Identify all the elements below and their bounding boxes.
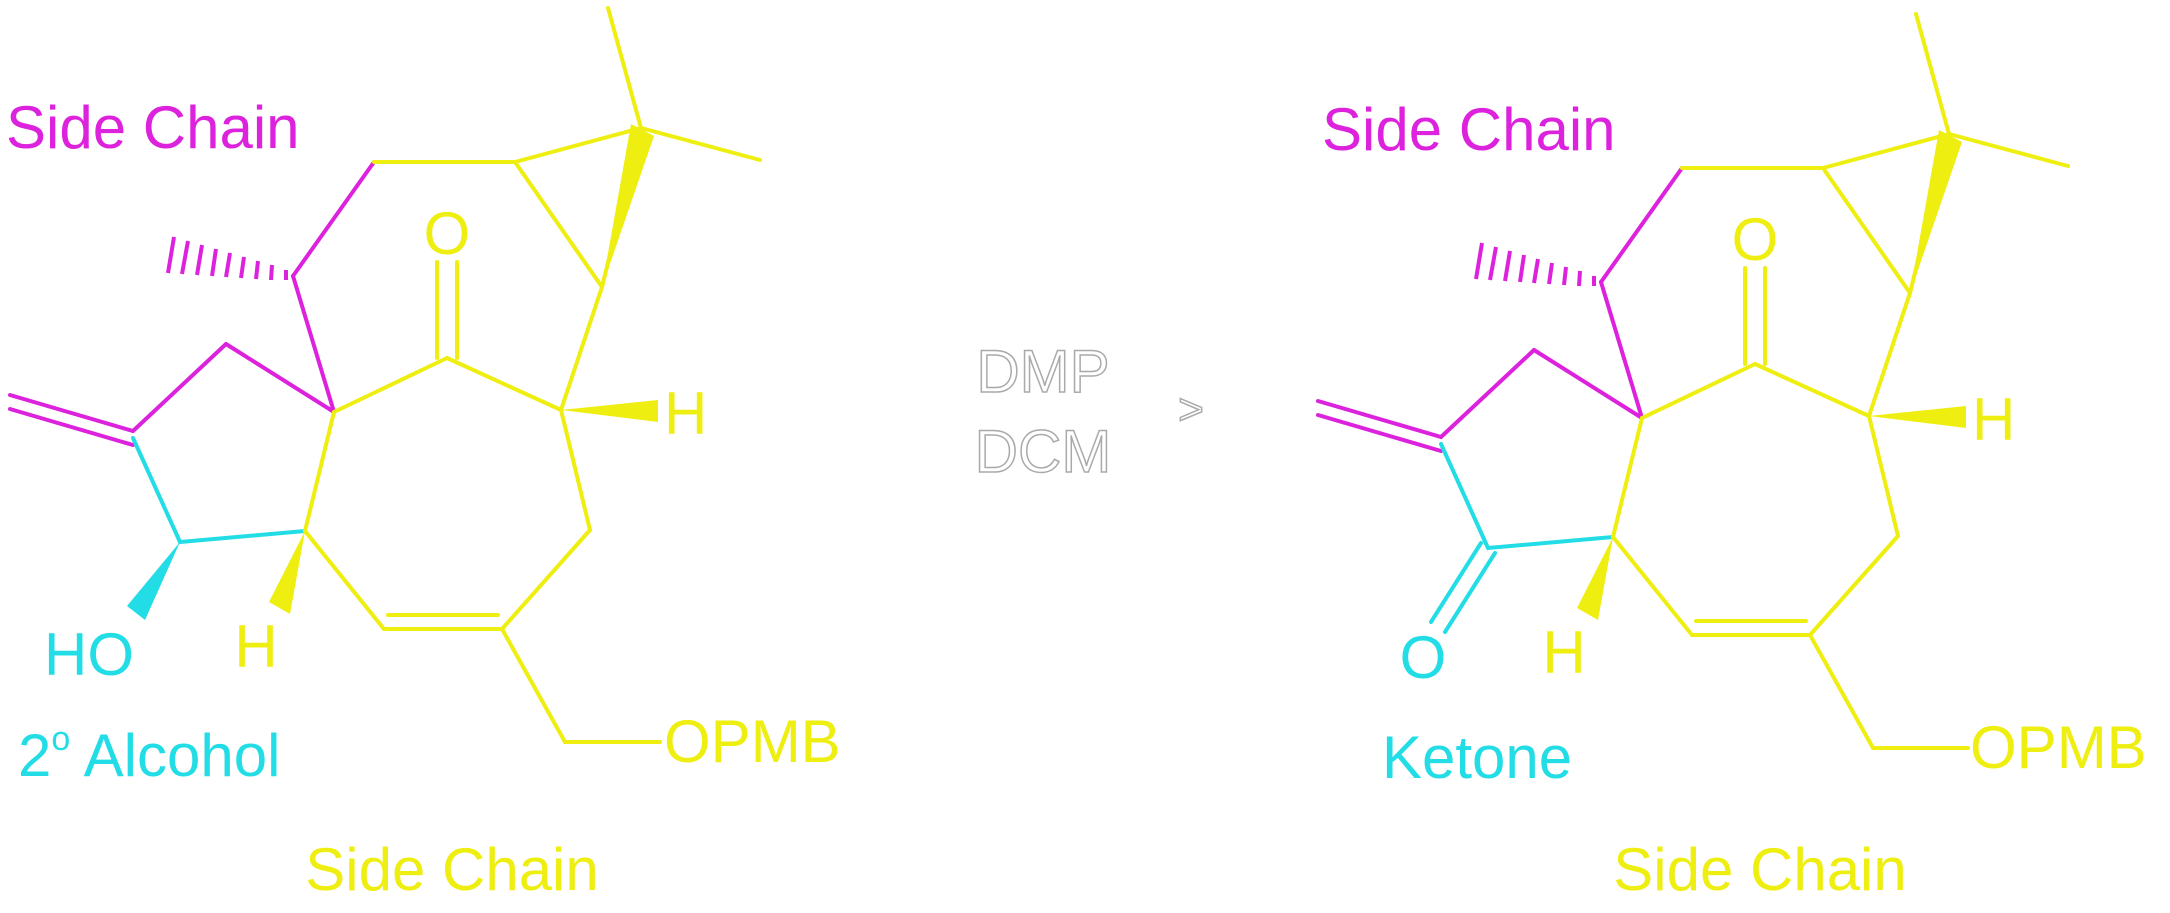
product-molecule: Side Chain O H H O OPMB Ketone Side Chai… [1316, 12, 2147, 903]
reactant-atom-opmb: OPMB [664, 708, 841, 775]
reagent-dmp: DMP [976, 338, 1109, 405]
product-atom-h-right: H [1972, 386, 2015, 453]
product-bonds [1316, 12, 2070, 750]
reactant-molecule: Side Chain O H H HO OPMB 2o Alcohol Side… [6, 6, 841, 903]
reaction-conditions: DMP DCM > [974, 337, 1205, 486]
reactant-label-functional-group: 2o Alcohol [18, 720, 280, 789]
product-atom-opmb: OPMB [1970, 714, 2147, 781]
reactant-atom-h-bottom: H [234, 613, 277, 680]
reactant-atom-ho: HO [44, 621, 134, 688]
reactant-label-side-chain-top: Side Chain [6, 94, 300, 161]
reactant-atom-o-ketone: O [424, 200, 471, 267]
product-atom-h-bottom: H [1542, 619, 1585, 686]
product-atom-o: O [1400, 624, 1447, 691]
product-atom-o-ketone: O [1732, 206, 1779, 273]
reactant-atom-h-right: H [664, 380, 707, 447]
product-label-side-chain-bottom: Side Chain [1613, 836, 1907, 903]
reaction-arrow-icon: > [1178, 385, 1204, 434]
product-label-side-chain-top: Side Chain [1322, 96, 1616, 163]
reactant-label-side-chain-bottom: Side Chain [305, 836, 599, 903]
product-label-functional-group: Ketone [1382, 724, 1572, 791]
reagent-dcm: DCM [975, 418, 1112, 485]
